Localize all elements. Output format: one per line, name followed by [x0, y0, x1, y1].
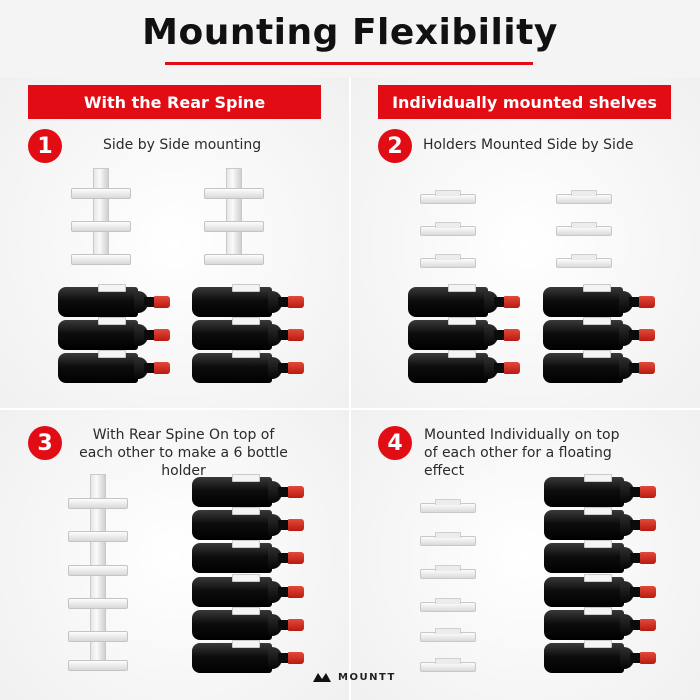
section-banner-individual: Individually mounted shelves — [378, 85, 671, 119]
option-1-badge: 1 — [28, 129, 62, 163]
vertical-divider — [349, 78, 351, 700]
wine-bottle — [543, 350, 655, 383]
option-4-caption: Mounted Individually on top of each othe… — [424, 427, 620, 479]
wine-bottle — [408, 350, 520, 383]
wine-bottle — [544, 607, 656, 640]
option-2-caption: Holders Mounted Side by Side — [423, 137, 634, 153]
wine-bottle — [408, 317, 520, 350]
title-underline — [165, 62, 533, 65]
wine-bottle — [192, 317, 304, 350]
wine-bottle — [408, 284, 520, 317]
brand-mark-icon — [313, 673, 331, 682]
wine-bottle — [192, 350, 304, 383]
option-2-badge: 2 — [378, 129, 412, 163]
wine-bottle — [543, 284, 655, 317]
option-4-badge: 4 — [378, 426, 412, 460]
wine-bottle — [192, 540, 304, 573]
wine-bottle — [543, 317, 655, 350]
section-banner-rear-spine: With the Rear Spine — [28, 85, 321, 119]
wine-bottle — [544, 540, 656, 573]
wine-bottle — [544, 640, 656, 673]
wine-bottle — [192, 284, 304, 317]
brand-logo: MOUNTT — [312, 670, 396, 684]
brand-name: MOUNTT — [338, 671, 396, 683]
wine-bottle — [58, 317, 170, 350]
option-1-caption: Side by Side mounting — [103, 137, 262, 153]
panel-top-left — [0, 78, 349, 408]
wine-bottle — [192, 607, 304, 640]
wine-bottle — [192, 474, 304, 507]
wine-bottle — [192, 574, 304, 607]
wine-bottle — [58, 350, 170, 383]
wine-bottle — [544, 574, 656, 607]
wine-bottle — [192, 507, 304, 540]
wine-bottle — [58, 284, 170, 317]
option-3-badge: 3 — [28, 426, 62, 460]
wine-bottle — [544, 474, 656, 507]
wine-bottle — [192, 640, 304, 673]
page-title: Mounting Flexibility — [142, 12, 558, 53]
panel-top-right — [351, 78, 700, 408]
horizontal-divider — [0, 408, 700, 410]
option-3-caption: With Rear Spine On top of each other to … — [79, 427, 288, 479]
wine-bottle — [544, 507, 656, 540]
